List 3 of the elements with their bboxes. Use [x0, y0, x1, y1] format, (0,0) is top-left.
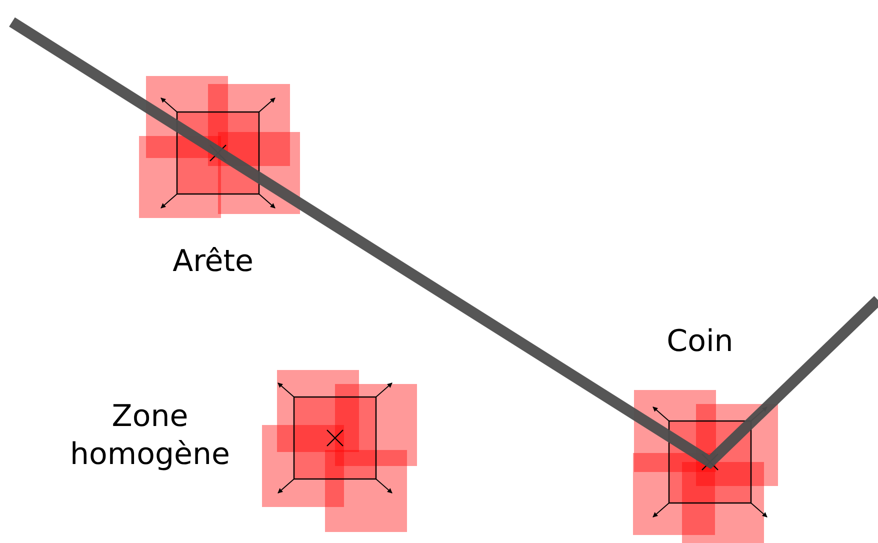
- region-label: Coin: [666, 323, 734, 360]
- region-label: Zone homogène: [69, 398, 231, 473]
- region-label: Arête: [172, 243, 254, 280]
